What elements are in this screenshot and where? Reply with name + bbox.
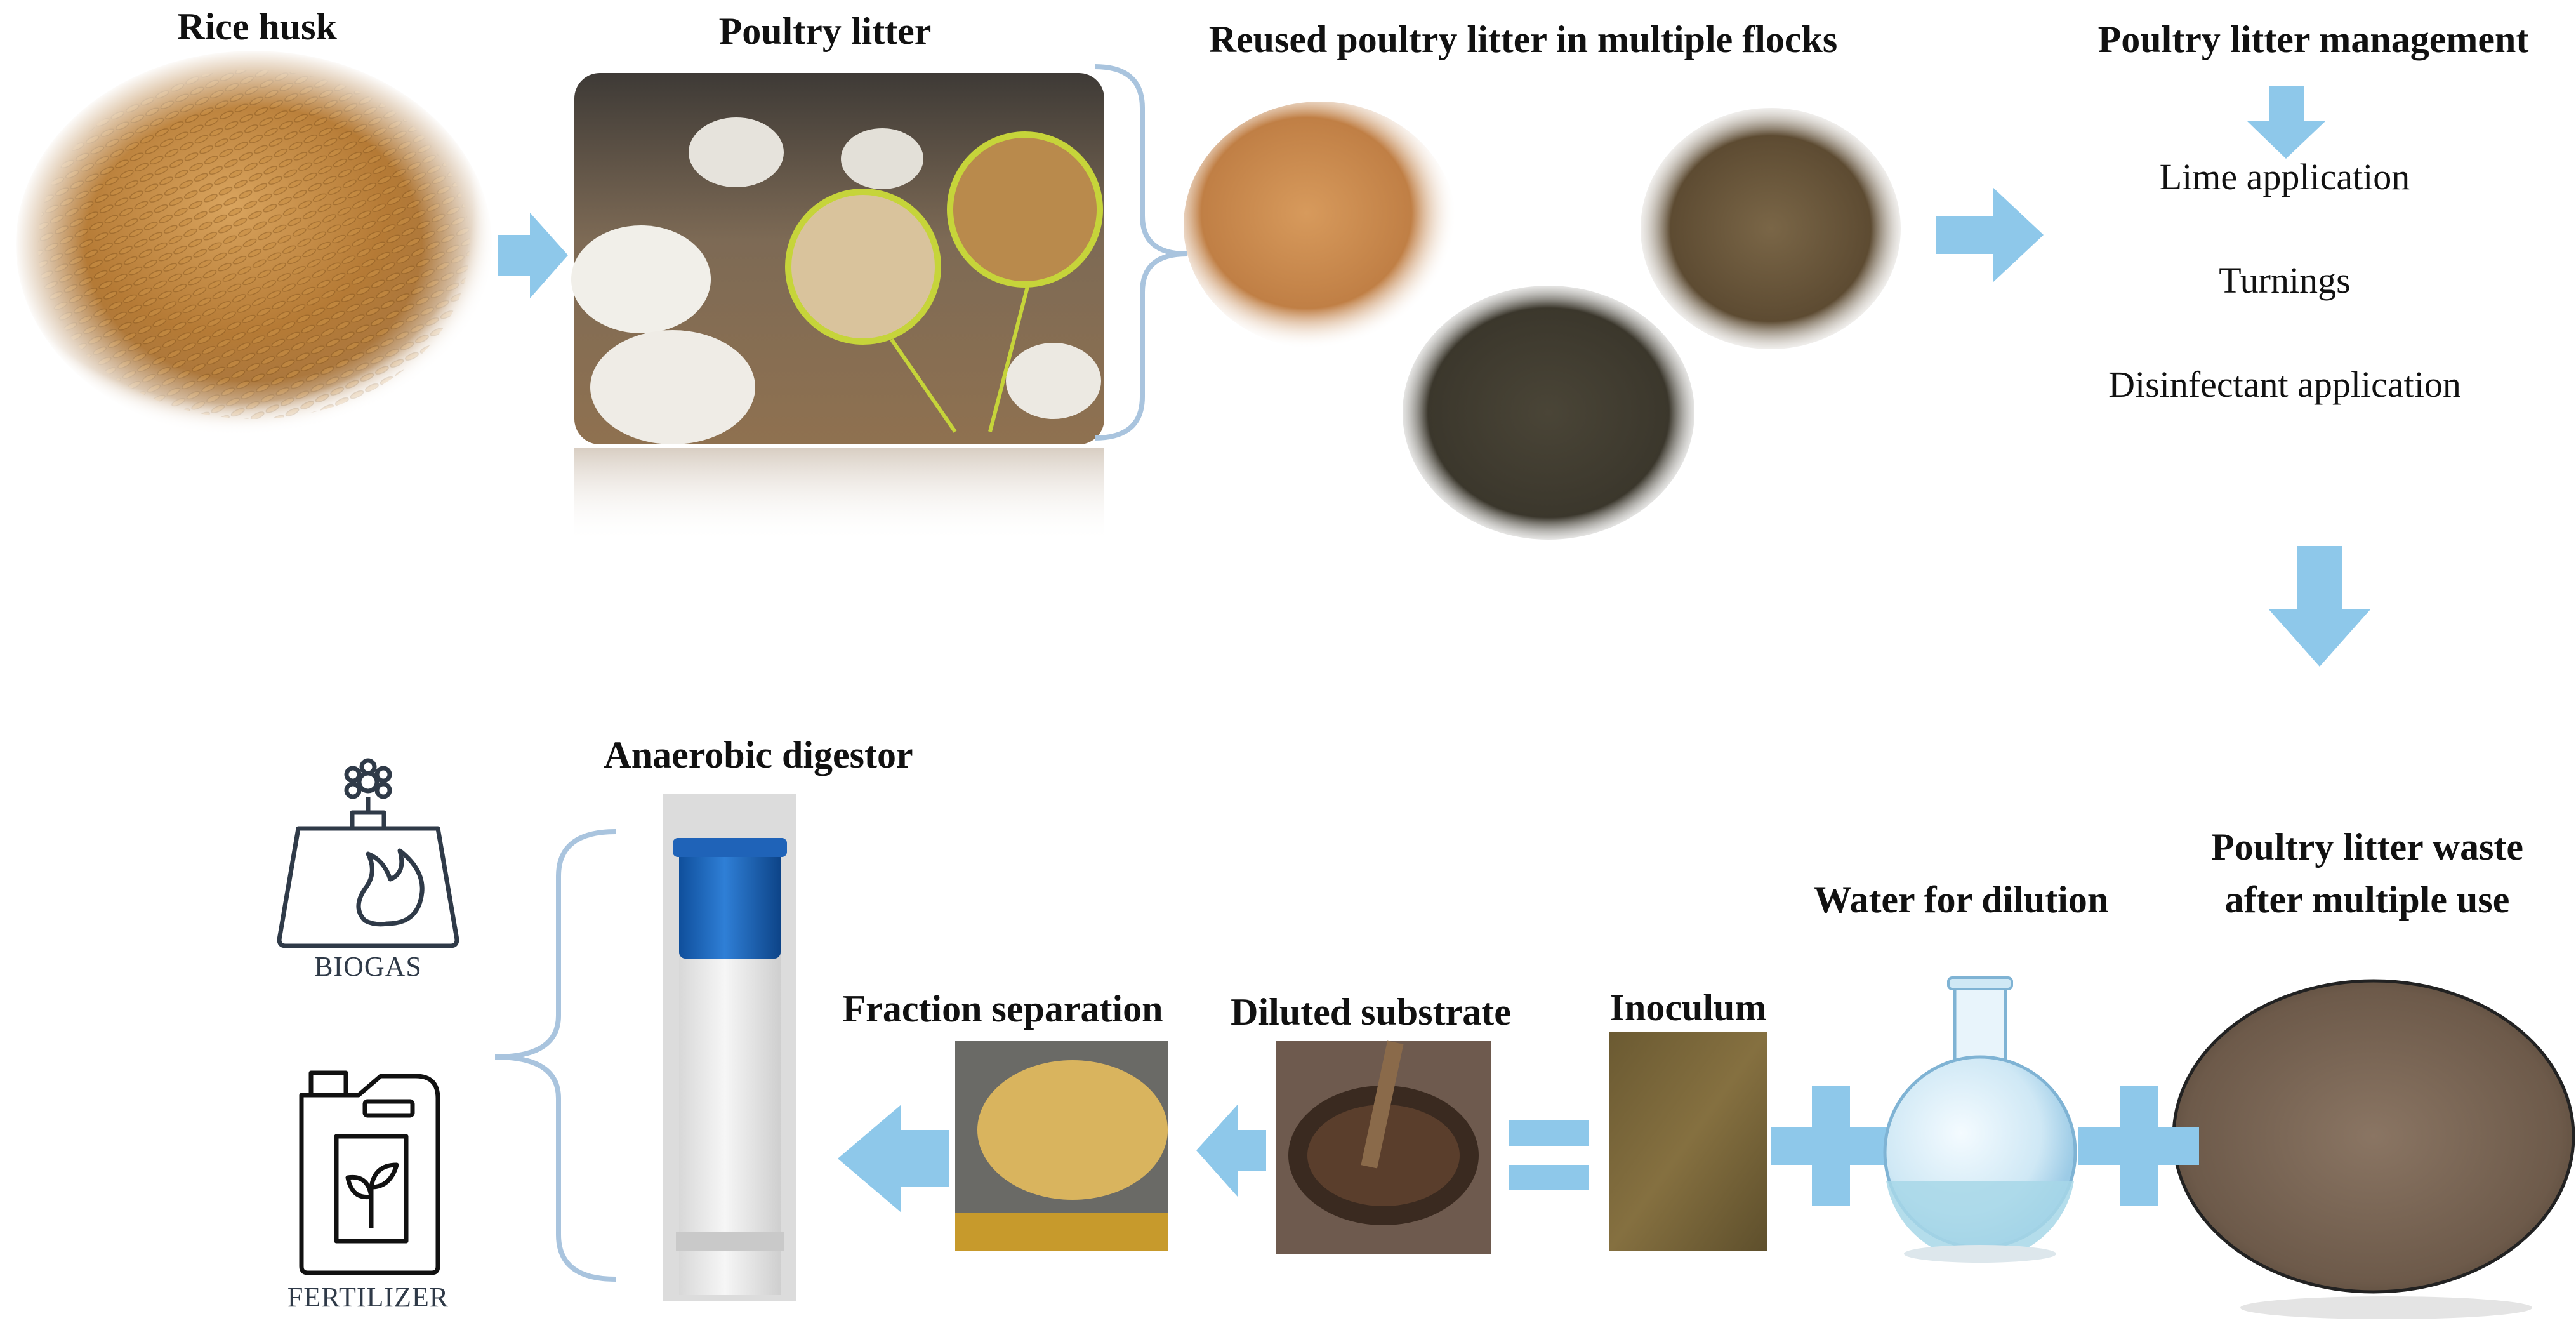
arrow-management-down <box>2247 86 2326 159</box>
water-flask-image <box>1883 976 2077 1263</box>
poultry-litter-waste-image <box>2172 979 2575 1319</box>
fraction-separation-image <box>955 1041 1168 1251</box>
biogas-icon <box>277 758 459 948</box>
caption-biogas: BIOGAS <box>314 951 422 982</box>
label-inoculum: Inoculum <box>1609 987 1767 1028</box>
rice-husk-image <box>14 49 494 440</box>
reused-litter-sample-2 <box>1403 286 1694 540</box>
label-digestor: Anaerobic digestor <box>604 734 913 776</box>
plus-sign-water-inoculum <box>1771 1086 1891 1206</box>
inoculum-image <box>1609 1032 1767 1251</box>
plus-sign-waste-water <box>2078 1086 2199 1206</box>
arrow-reused-to-management <box>1936 187 2044 283</box>
management-step-lime: Lime application <box>2159 156 2410 197</box>
caption-fertilizer: FERTILIZER <box>287 1282 449 1313</box>
label-waste-line1: Poultry litter waste <box>2210 826 2524 868</box>
poultry-litter-image <box>571 73 1104 543</box>
arrow-husk-to-litter <box>498 213 568 298</box>
label-waste-line2: after multiple use <box>2224 879 2510 921</box>
label-rice-husk: Rice husk <box>177 6 337 48</box>
label-reused-litter: Reused poultry litter in multiple flocks <box>1208 18 1838 60</box>
label-poultry-litter: Poultry litter <box>718 10 932 52</box>
arrow-management-to-waste <box>2269 546 2370 667</box>
bracket-outputs <box>494 829 616 1282</box>
equals-sign <box>1509 1120 1589 1190</box>
reused-litter-sample-1 <box>1184 102 1456 349</box>
label-management: Poultry litter management <box>2097 18 2529 60</box>
anaerobic-digestor-image <box>663 794 796 1301</box>
label-water: Water for dilution <box>1813 879 2109 921</box>
management-step-disinfectant: Disinfectant application <box>2108 364 2461 405</box>
label-diluted: Diluted substrate <box>1231 991 1511 1033</box>
reused-litter-sample-3 <box>1641 108 1901 349</box>
fertilizer-icon <box>299 1070 440 1275</box>
diluted-substrate-image <box>1276 1040 1491 1254</box>
arrow-diluted-to-fraction <box>1196 1105 1266 1197</box>
management-step-turnings: Turnings <box>2219 260 2351 301</box>
arrow-fraction-to-digestor <box>838 1105 949 1213</box>
bracket-litter <box>1094 64 1187 441</box>
label-fraction: Fraction separation <box>842 988 1163 1030</box>
